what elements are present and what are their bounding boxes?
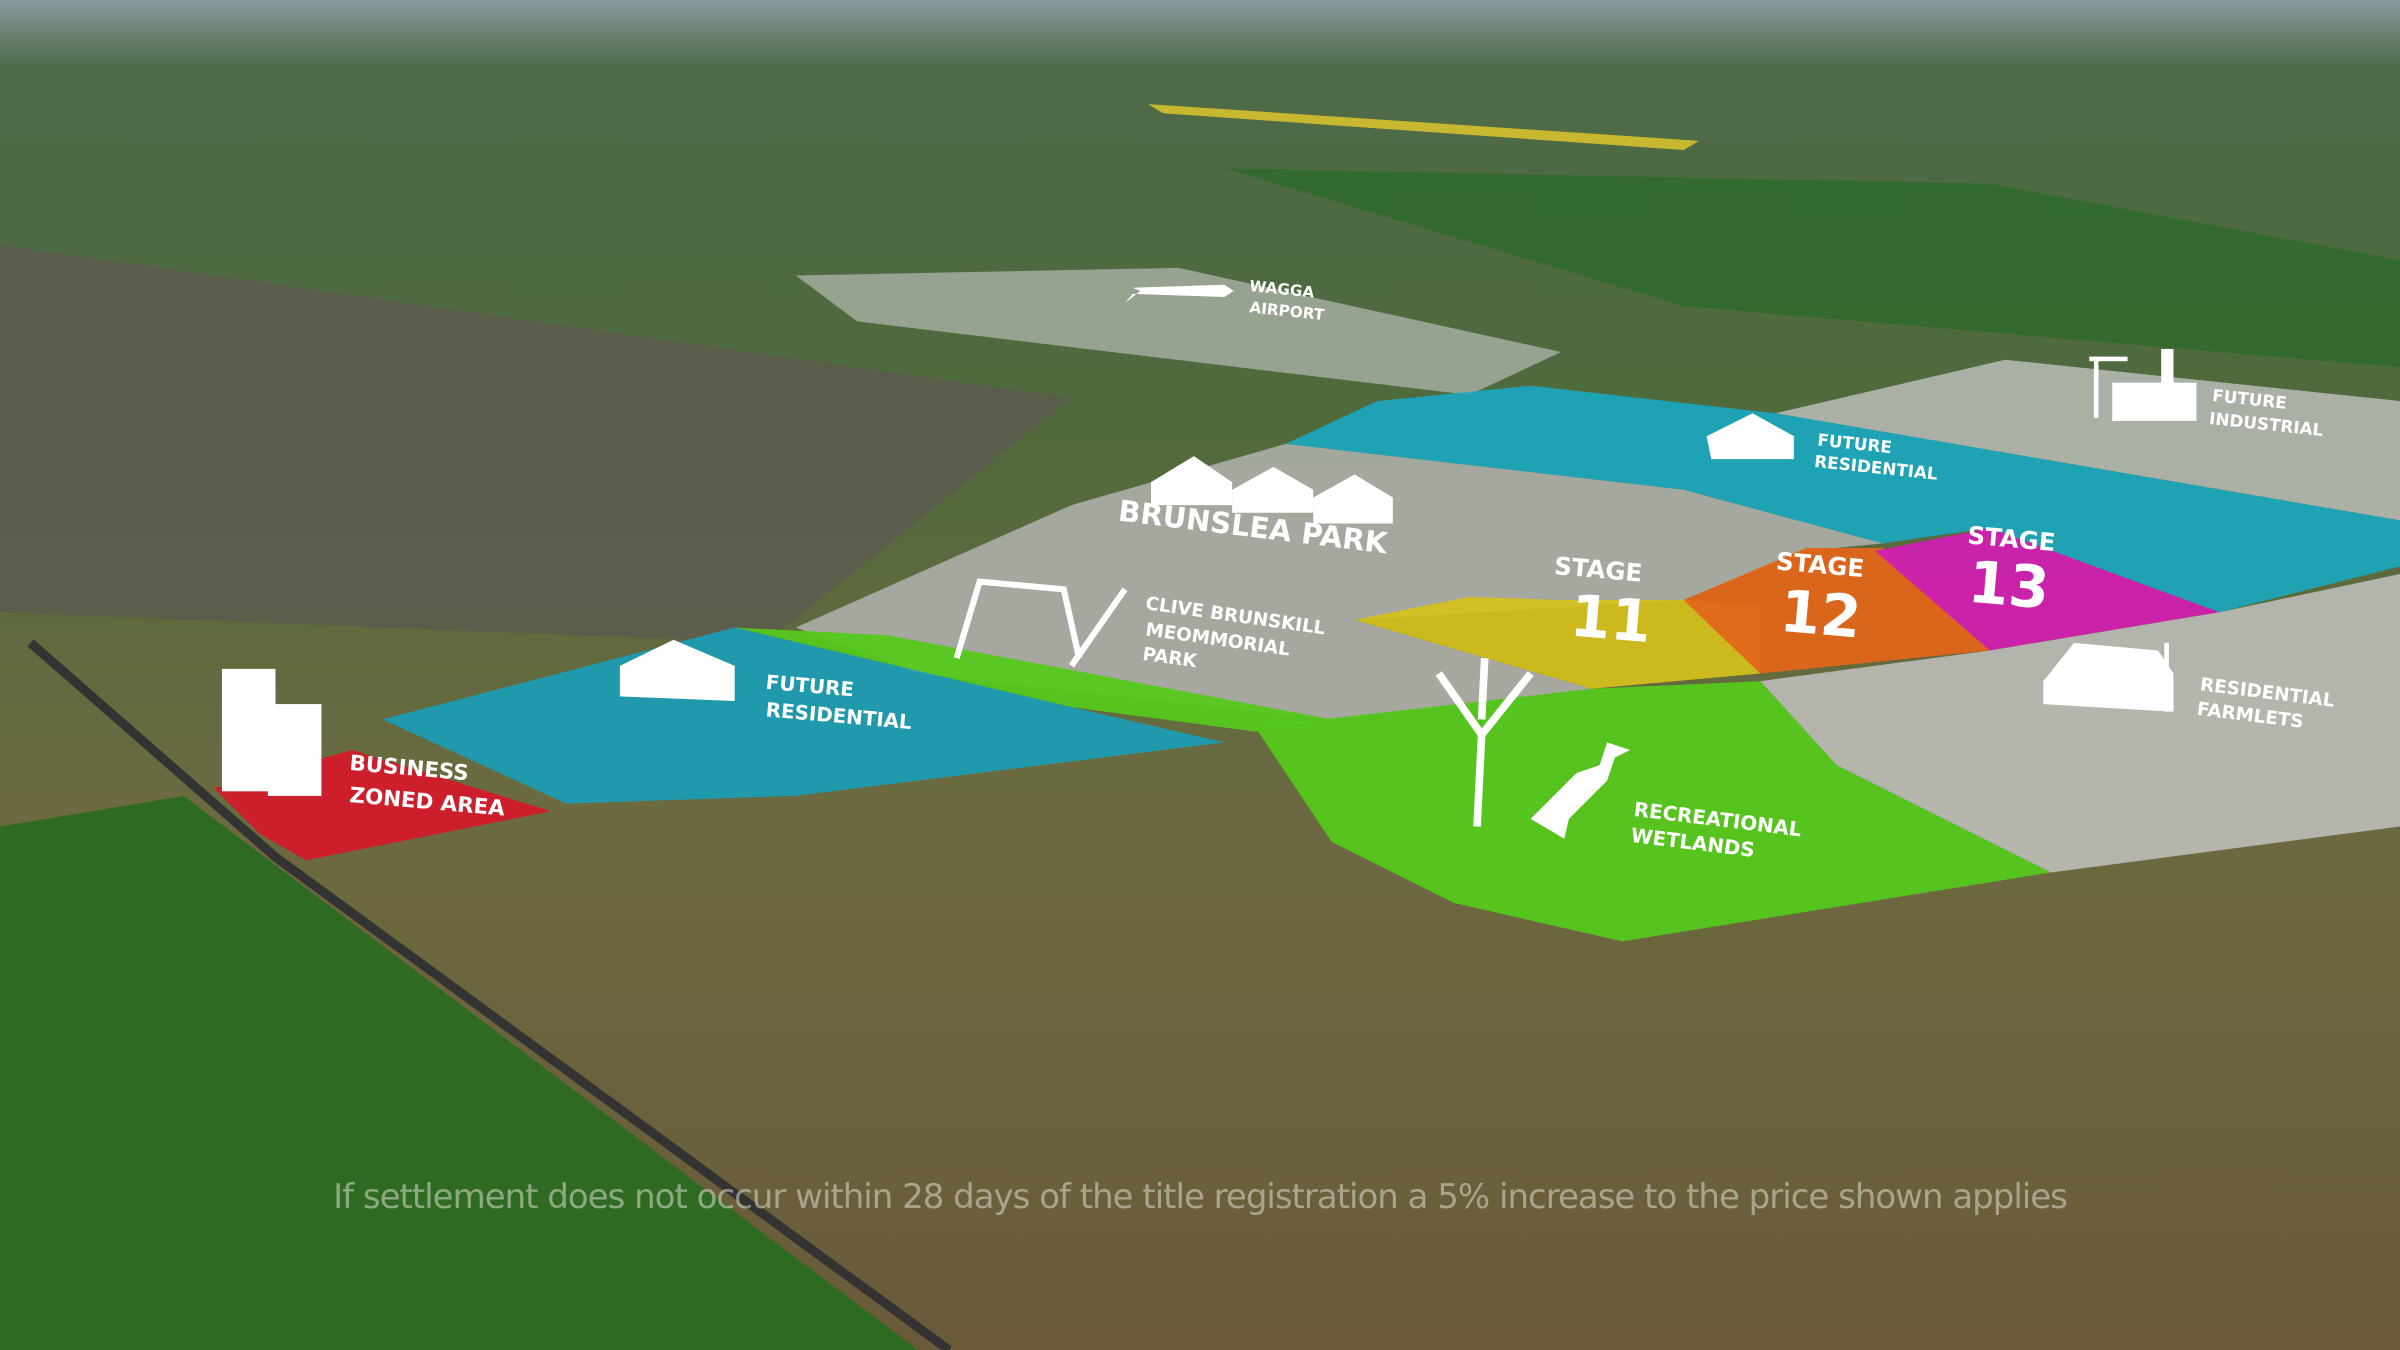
zone-stage-13[interactable]: [1875, 528, 2220, 651]
zone-future-residential-north[interactable]: [1285, 385, 2400, 613]
zone-future-residential-west[interactable]: [382, 627, 1225, 804]
heron-icon: [1530, 742, 1631, 839]
tree-icon: [1435, 657, 1534, 827]
zone-stage-11[interactable]: [1354, 596, 1761, 689]
town-area: [0, 244, 1072, 643]
highway: [27, 639, 952, 1350]
green-field: [0, 795, 919, 1350]
house-icon: [1706, 413, 1794, 460]
houses-icon: [1151, 456, 1393, 524]
zone-future-industrial[interactable]: [1775, 359, 2400, 521]
factory-icon: [2089, 348, 2197, 421]
office-buildings-icon: [221, 668, 322, 796]
playground-icon: [953, 578, 1128, 668]
barn-icon: [2043, 642, 2174, 712]
number-stage-11: 11: [1568, 581, 1655, 656]
airplane-icon: [1125, 284, 1234, 304]
number-stage-13: 13: [1966, 548, 2053, 623]
house-icon-west: [619, 639, 735, 702]
zone-airport[interactable]: [795, 267, 1562, 395]
zone-clive-park[interactable]: [734, 627, 1332, 732]
zone-brunslea-park[interactable]: [795, 443, 1883, 720]
disclaimer-caption: If settlement does not occur within 28 d…: [333, 1177, 2068, 1217]
number-stage-12: 12: [1777, 577, 1864, 652]
zone-residential-farmlets[interactable]: [1760, 573, 2400, 873]
green-field-north: [1224, 168, 2400, 368]
zone-recreational-wetlands[interactable]: [1255, 681, 2052, 942]
canola-field: [1147, 104, 1699, 150]
